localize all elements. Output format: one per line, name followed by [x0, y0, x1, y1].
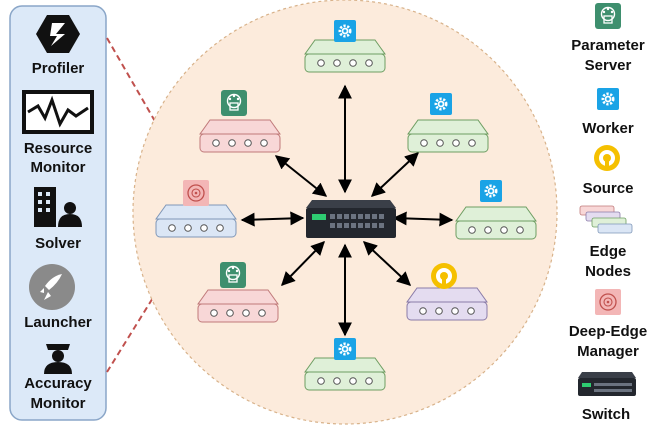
legend-edge-nodes-line2: Nodes	[585, 263, 631, 280]
legend-deep-edge-manager-line1: Deep-Edge	[569, 323, 647, 340]
parameter-server-node-lower-left	[197, 289, 279, 323]
parameter-server-node-upper-left	[199, 119, 281, 153]
source-icon-node	[431, 263, 457, 289]
launcher-label: Launcher	[24, 314, 92, 331]
legend-parameter-server-line1: Parameter	[571, 37, 645, 54]
worker-gear-icon-bottom	[332, 336, 358, 362]
legend-worker-gear-icon	[595, 86, 621, 112]
legend-parameter-server-icon	[594, 2, 622, 30]
network-switch	[306, 200, 396, 238]
resource-monitor-icon	[22, 90, 94, 134]
worker-node-upper-right	[407, 119, 489, 153]
solver-icon	[34, 187, 82, 227]
legend-source-label: Source	[583, 180, 634, 197]
legend-switch-label: Switch	[582, 406, 630, 423]
source-node	[406, 287, 488, 321]
resource-monitor-label-line2: Monitor	[31, 159, 86, 176]
parameter-server-icon-upper-left	[220, 89, 248, 117]
profiler-icon	[36, 15, 80, 53]
legend-worker-label: Worker	[582, 120, 634, 137]
worker-gear-icon-right	[478, 178, 504, 204]
parameter-server-icon-lower-left	[219, 261, 247, 289]
dashed-connector-top	[106, 37, 191, 183]
connection-arrows	[240, 84, 454, 337]
legend-deep-edge-manager-line2: Manager	[577, 343, 639, 360]
legend-parameter-server-line2: Server	[585, 57, 632, 74]
legend-edge-nodes-icon	[579, 205, 633, 234]
worker-node-bottom	[304, 357, 386, 391]
profiler-label: Profiler	[32, 60, 85, 77]
legend-switch-icon	[578, 372, 636, 396]
legend-edge-nodes-line1: Edge	[590, 243, 627, 260]
accuracy-monitor-label-line2: Monitor	[31, 395, 86, 412]
accuracy-monitor-icon	[44, 344, 72, 374]
worker-gear-icon-upper-right	[428, 91, 454, 117]
launcher-rocket-icon	[29, 264, 75, 310]
solver-label: Solver	[35, 235, 81, 252]
worker-node-right	[455, 206, 537, 240]
legend-source-icon	[594, 145, 620, 171]
resource-monitor-label-line1: Resource	[24, 140, 92, 157]
legend-deep-edge-manager-icon	[594, 288, 622, 316]
deep-edge-manager-node	[155, 204, 237, 238]
deep-edge-manager-icon-node	[182, 179, 210, 207]
worker-gear-icon-top	[332, 18, 358, 44]
accuracy-monitor-label-line1: Accuracy	[24, 375, 92, 392]
worker-node-top	[304, 39, 386, 73]
